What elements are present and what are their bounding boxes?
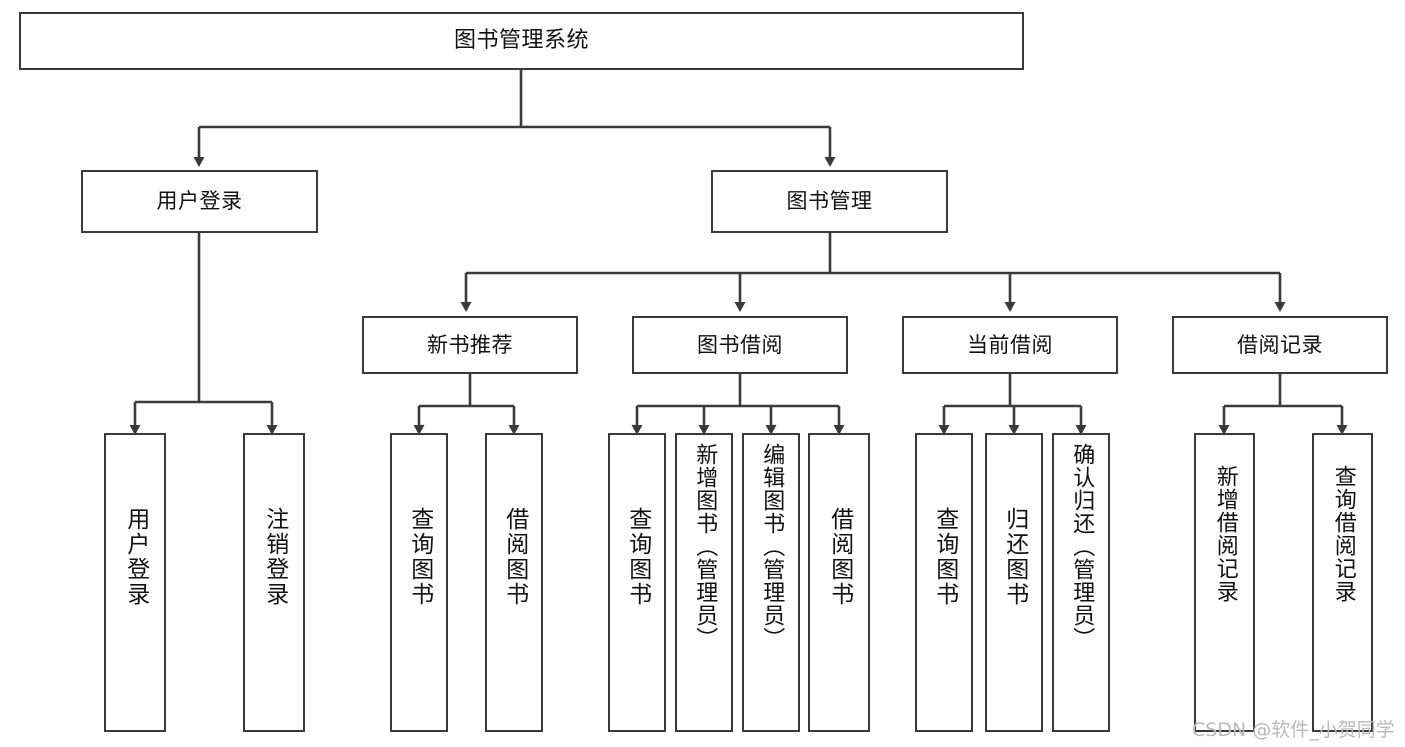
node-leaf-return-book[interactable]: 归还图书 xyxy=(985,433,1043,732)
node-leaf-add-record[interactable]: 新增借阅记录 xyxy=(1194,433,1255,732)
node-label: 注销登录 xyxy=(261,507,288,607)
node-label: 归还图书 xyxy=(1001,507,1028,607)
node-label: 借阅图书 xyxy=(501,507,528,607)
node-book-management[interactable]: 图书管理 xyxy=(711,170,948,233)
node-leaf-add-book[interactable]: 新增图书（管理员） xyxy=(675,433,733,732)
node-label: 图书管理系统 xyxy=(453,28,589,54)
node-user-login[interactable]: 用户登录 xyxy=(81,170,318,233)
node-label: 确认归还（管理员） xyxy=(1069,443,1095,650)
node-label: 用户登录 xyxy=(122,507,149,607)
node-label: 当前借阅 xyxy=(967,332,1053,357)
node-label: 查询图书 xyxy=(624,507,651,607)
node-leaf-edit-book[interactable]: 编辑图书（管理员） xyxy=(742,433,800,732)
node-leaf-query-book-2[interactable]: 查询图书 xyxy=(608,433,666,732)
node-label: 新书推荐 xyxy=(427,332,513,357)
node-label: 查询图书 xyxy=(406,507,433,607)
node-label: 图书管理 xyxy=(786,189,873,214)
node-label: 新增图书（管理员） xyxy=(692,443,718,650)
node-book-borrow[interactable]: 图书借阅 xyxy=(632,316,848,374)
watermark-text: CSDN @软件_小贺同学 xyxy=(1192,719,1395,741)
node-borrow-record[interactable]: 借阅记录 xyxy=(1172,316,1388,374)
node-current-borrow[interactable]: 当前借阅 xyxy=(902,316,1118,374)
node-label: 图书借阅 xyxy=(697,332,783,357)
node-label: 用户登录 xyxy=(156,189,243,214)
node-leaf-user-login[interactable]: 用户登录 xyxy=(104,433,166,732)
node-label: 借阅图书 xyxy=(826,507,853,607)
node-label: 新增借阅记录 xyxy=(1212,465,1238,603)
node-leaf-confirm-return[interactable]: 确认归还（管理员） xyxy=(1052,433,1110,732)
node-root-book-management-system[interactable]: 图书管理系统 xyxy=(19,12,1024,70)
node-label: 查询图书 xyxy=(931,507,958,607)
node-new-book-recommend[interactable]: 新书推荐 xyxy=(362,316,578,374)
node-label: 查询借阅记录 xyxy=(1330,465,1356,603)
node-leaf-query-record[interactable]: 查询借阅记录 xyxy=(1312,433,1373,732)
node-leaf-query-book-3[interactable]: 查询图书 xyxy=(915,433,973,732)
node-label: 编辑图书（管理员） xyxy=(759,443,785,650)
node-leaf-borrow-book-2[interactable]: 借阅图书 xyxy=(808,433,870,732)
node-leaf-query-book-1[interactable]: 查询图书 xyxy=(390,433,448,732)
node-leaf-borrow-book-1[interactable]: 借阅图书 xyxy=(485,433,543,732)
node-leaf-logout-login[interactable]: 注销登录 xyxy=(243,433,305,732)
node-label: 借阅记录 xyxy=(1237,332,1323,357)
